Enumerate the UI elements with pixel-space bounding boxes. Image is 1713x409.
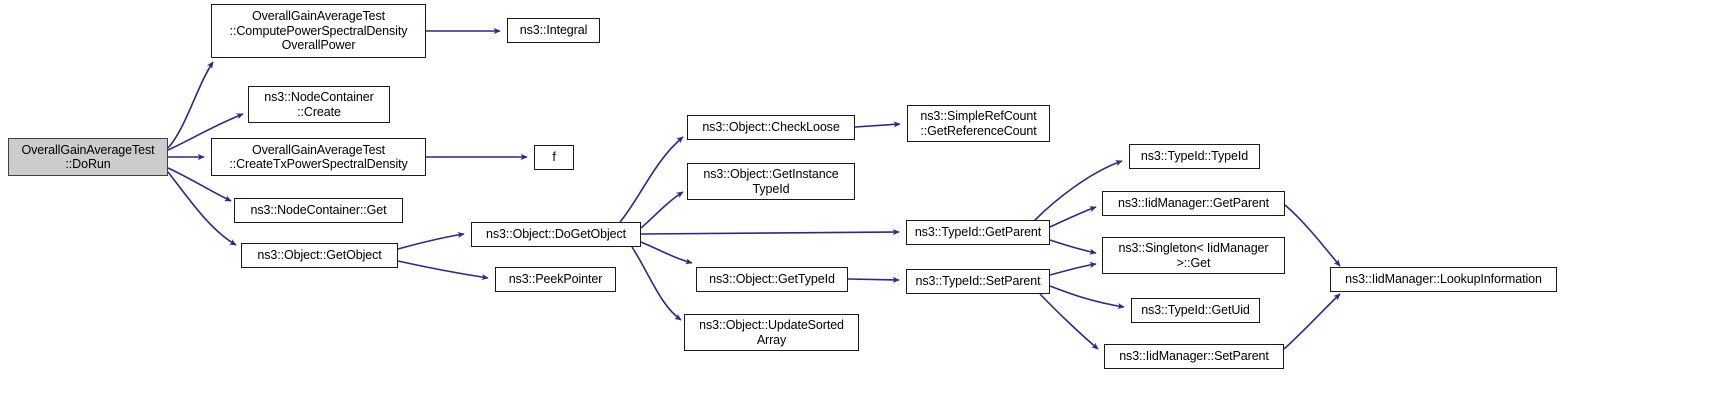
edge-typeid-setparent-to-iid-setparent bbox=[1039, 293, 1099, 350]
edge-dorun-to-computepsd bbox=[167, 61, 214, 149]
graph-node-label: ns3::TypeId::GetUid bbox=[1141, 303, 1250, 318]
graph-node-n6[interactable]: f bbox=[534, 145, 574, 170]
graph-node-n10[interactable]: ns3::Object::CheckLoose bbox=[687, 115, 855, 140]
edge-typeid-getparent-to-singleton-get bbox=[1049, 239, 1097, 255]
graph-node-label: ns3::Object::UpdateSorted Array bbox=[699, 318, 844, 347]
graph-node-label: OverallGainAverageTest ::DoRun bbox=[21, 142, 155, 172]
graph-node-label: ns3::Object::GetInstance TypeId bbox=[703, 167, 839, 196]
edge-dorun-to-getobject bbox=[167, 171, 237, 246]
graph-node-label: ns3::Object::GetTypeId bbox=[709, 272, 835, 287]
graph-node-n4[interactable]: ns3::NodeContainer::Get bbox=[234, 198, 403, 223]
edge-dogetobject-to-updatesortedarray bbox=[631, 246, 682, 321]
graph-node-n14[interactable]: ns3::SimpleRefCount ::GetReferenceCount bbox=[907, 105, 1050, 142]
graph-node-label: ns3::Singleton< IidManager >::Get bbox=[1118, 241, 1269, 270]
edge-typeid-setparent-to-singleton-get bbox=[1049, 261, 1097, 276]
graph-node-label: OverallGainAverageTest ::ComputePowerSpe… bbox=[229, 9, 408, 53]
edge-typeid-getparent-to-iid-getparent bbox=[1049, 206, 1097, 228]
graph-node-n15[interactable]: ns3::TypeId::GetParent bbox=[906, 220, 1050, 245]
graph-node-label: OverallGainAverageTest ::CreateTxPowerSp… bbox=[229, 142, 408, 172]
graph-node-n7[interactable]: ns3::Object::GetObject bbox=[241, 243, 398, 268]
edge-iid-getparent-to-lookupinformation bbox=[1284, 204, 1341, 267]
graph-node-label: ns3::SimpleRefCount ::GetReferenceCount bbox=[920, 109, 1037, 138]
graph-node-n18[interactable]: ns3::IidManager::GetParent bbox=[1102, 191, 1285, 216]
graph-node-label: ns3::NodeContainer ::Create bbox=[264, 90, 374, 119]
graph-node-n21[interactable]: ns3::IidManager::SetParent bbox=[1104, 344, 1284, 369]
graph-node-n12[interactable]: ns3::Object::GetTypeId bbox=[696, 267, 848, 292]
graph-node-n5[interactable]: ns3::Integral bbox=[507, 18, 600, 43]
graph-node-n11[interactable]: ns3::Object::GetInstance TypeId bbox=[687, 163, 855, 200]
graph-node-n17[interactable]: ns3::TypeId::TypeId bbox=[1129, 144, 1260, 169]
graph-node-label: ns3::TypeId::TypeId bbox=[1140, 149, 1249, 164]
graph-node-label: ns3::TypeId::GetParent bbox=[914, 225, 1042, 240]
graph-node-n16[interactable]: ns3::TypeId::SetParent bbox=[906, 269, 1050, 294]
graph-node-label: ns3::Object::CheckLoose bbox=[702, 120, 840, 135]
graph-node-label: ns3::IidManager::GetParent bbox=[1118, 196, 1269, 211]
graph-node-label: ns3::Integral bbox=[519, 23, 588, 38]
edge-gettypeid-to-typeid-setparent bbox=[847, 276, 900, 283]
graph-node-n9[interactable]: ns3::PeekPointer bbox=[495, 267, 616, 292]
graph-node-n22[interactable]: ns3::IidManager::LookupInformation bbox=[1330, 267, 1557, 292]
edge-dogetobject-to-typeid-getparent bbox=[640, 228, 900, 236]
edge-iid-setparent-to-lookupinformation bbox=[1283, 293, 1341, 350]
edge-getobject-to-peekpointer bbox=[397, 260, 489, 281]
graph-node-label: ns3::NodeContainer::Get bbox=[250, 203, 387, 218]
edge-dogetobject-to-gettypeid bbox=[640, 241, 693, 265]
graph-node-n13[interactable]: ns3::Object::UpdateSorted Array bbox=[684, 314, 859, 351]
edge-dogetobject-to-checkloose bbox=[619, 136, 684, 223]
graph-node-label: ns3::TypeId::SetParent bbox=[915, 274, 1041, 289]
graph-node-n1[interactable]: OverallGainAverageTest ::ComputePowerSpe… bbox=[211, 4, 426, 58]
edge-dogetobject-to-getinstancetypeid bbox=[640, 191, 684, 229]
graph-node-label: ns3::Object::GetObject bbox=[257, 248, 382, 263]
edge-getobject-to-dogetobject bbox=[397, 231, 465, 250]
graph-node-label: f bbox=[552, 150, 556, 165]
graph-node-n3[interactable]: OverallGainAverageTest ::CreateTxPowerSp… bbox=[211, 138, 426, 176]
graph-node-n0[interactable]: OverallGainAverageTest ::DoRun bbox=[8, 138, 168, 176]
graph-node-label: ns3::PeekPointer bbox=[508, 272, 603, 287]
graph-node-n19[interactable]: ns3::Singleton< IidManager >::Get bbox=[1102, 237, 1285, 274]
edge-checkloose-to-getreferencecount bbox=[854, 121, 901, 128]
graph-node-n20[interactable]: ns3::TypeId::GetUid bbox=[1131, 298, 1260, 323]
graph-node-n8[interactable]: ns3::Object::DoGetObject bbox=[471, 222, 641, 247]
graph-node-label: ns3::IidManager::SetParent bbox=[1119, 349, 1269, 364]
edge-typeid-setparent-to-getuid bbox=[1049, 285, 1125, 310]
graph-node-label: ns3::IidManager::LookupInformation bbox=[1345, 272, 1542, 287]
graph-node-n2[interactable]: ns3::NodeContainer ::Create bbox=[248, 86, 390, 123]
graph-node-label: ns3::Object::DoGetObject bbox=[485, 227, 627, 242]
